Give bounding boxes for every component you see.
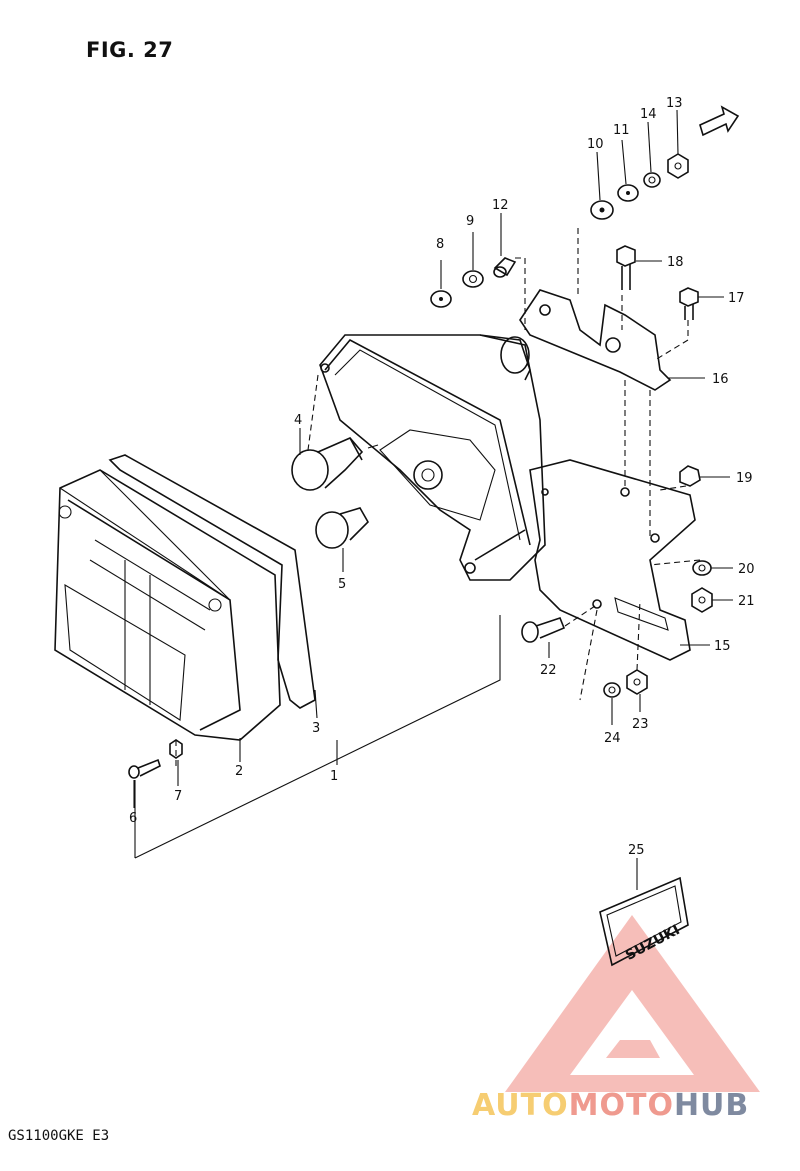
nut-23 xyxy=(626,669,648,695)
part-label: 12 xyxy=(492,198,509,213)
washer-14 xyxy=(643,172,661,188)
watermark-logo xyxy=(505,915,760,1092)
lamp-gasket xyxy=(108,454,316,709)
part-label: 15 xyxy=(714,639,731,654)
part-label: 11 xyxy=(613,123,630,138)
part-number-labels: 1 2 3 4 5 6 7 8 9 10 11 12 13 14 15 16 1… xyxy=(129,96,755,858)
plate-bracket-15 xyxy=(529,459,696,661)
nut-19 xyxy=(679,465,701,487)
part-label: 13 xyxy=(666,96,683,111)
washer-10 xyxy=(590,200,614,220)
part-label: 19 xyxy=(736,471,753,486)
washer-24 xyxy=(603,682,621,698)
watermark-hub: HUB xyxy=(673,1088,750,1123)
part-label: 3 xyxy=(312,721,320,736)
bracket-16 xyxy=(519,289,672,391)
watermark-brand: AUTOMOTOHUB xyxy=(472,1088,749,1123)
part-label: 24 xyxy=(604,731,621,746)
bulb-4 xyxy=(291,437,379,491)
watermark-moto: MOTO xyxy=(568,1088,674,1123)
model-code: GS1100GKE E3 xyxy=(8,1128,110,1144)
figure-title: FIG. 27 xyxy=(86,38,174,62)
forward-arrow-icon xyxy=(699,105,740,137)
part-label: 22 xyxy=(540,663,557,678)
nut-13 xyxy=(667,153,689,179)
part-label: 7 xyxy=(174,789,182,804)
part-label: 4 xyxy=(294,413,302,428)
washer-9 xyxy=(462,270,484,288)
lamp-lens xyxy=(54,469,281,741)
washer-11 xyxy=(617,184,639,202)
assembly-lines xyxy=(175,228,701,770)
part-label: 2 xyxy=(235,764,243,779)
bolt-17 xyxy=(679,287,699,320)
assembly-bracket xyxy=(134,615,501,859)
part-label: 17 xyxy=(728,291,745,306)
washer-20 xyxy=(692,560,712,576)
screw-22 xyxy=(521,617,566,643)
part-label: 10 xyxy=(587,137,604,152)
screw-6 xyxy=(128,758,161,779)
part-label: 1 xyxy=(330,769,338,784)
part-label: 6 xyxy=(129,811,137,826)
part-label: 8 xyxy=(436,237,444,252)
leader-lines xyxy=(133,109,733,890)
part-label: 25 xyxy=(628,843,645,858)
part-label: 21 xyxy=(738,594,755,609)
part-label: 23 xyxy=(632,717,649,732)
watermark-auto: AUTO xyxy=(472,1088,569,1123)
part-label: 20 xyxy=(738,562,755,577)
washer-8 xyxy=(430,290,452,308)
part-label: 18 xyxy=(667,255,684,270)
part-label: 9 xyxy=(466,214,474,229)
part-label: 16 xyxy=(712,372,729,387)
part-label: 14 xyxy=(640,107,657,122)
nut-21 xyxy=(691,587,713,613)
bulb-5 xyxy=(315,507,369,549)
part-label: 5 xyxy=(338,577,346,592)
bolt-18 xyxy=(616,245,636,290)
spacer-12 xyxy=(493,257,517,278)
lamp-housing xyxy=(319,334,546,581)
